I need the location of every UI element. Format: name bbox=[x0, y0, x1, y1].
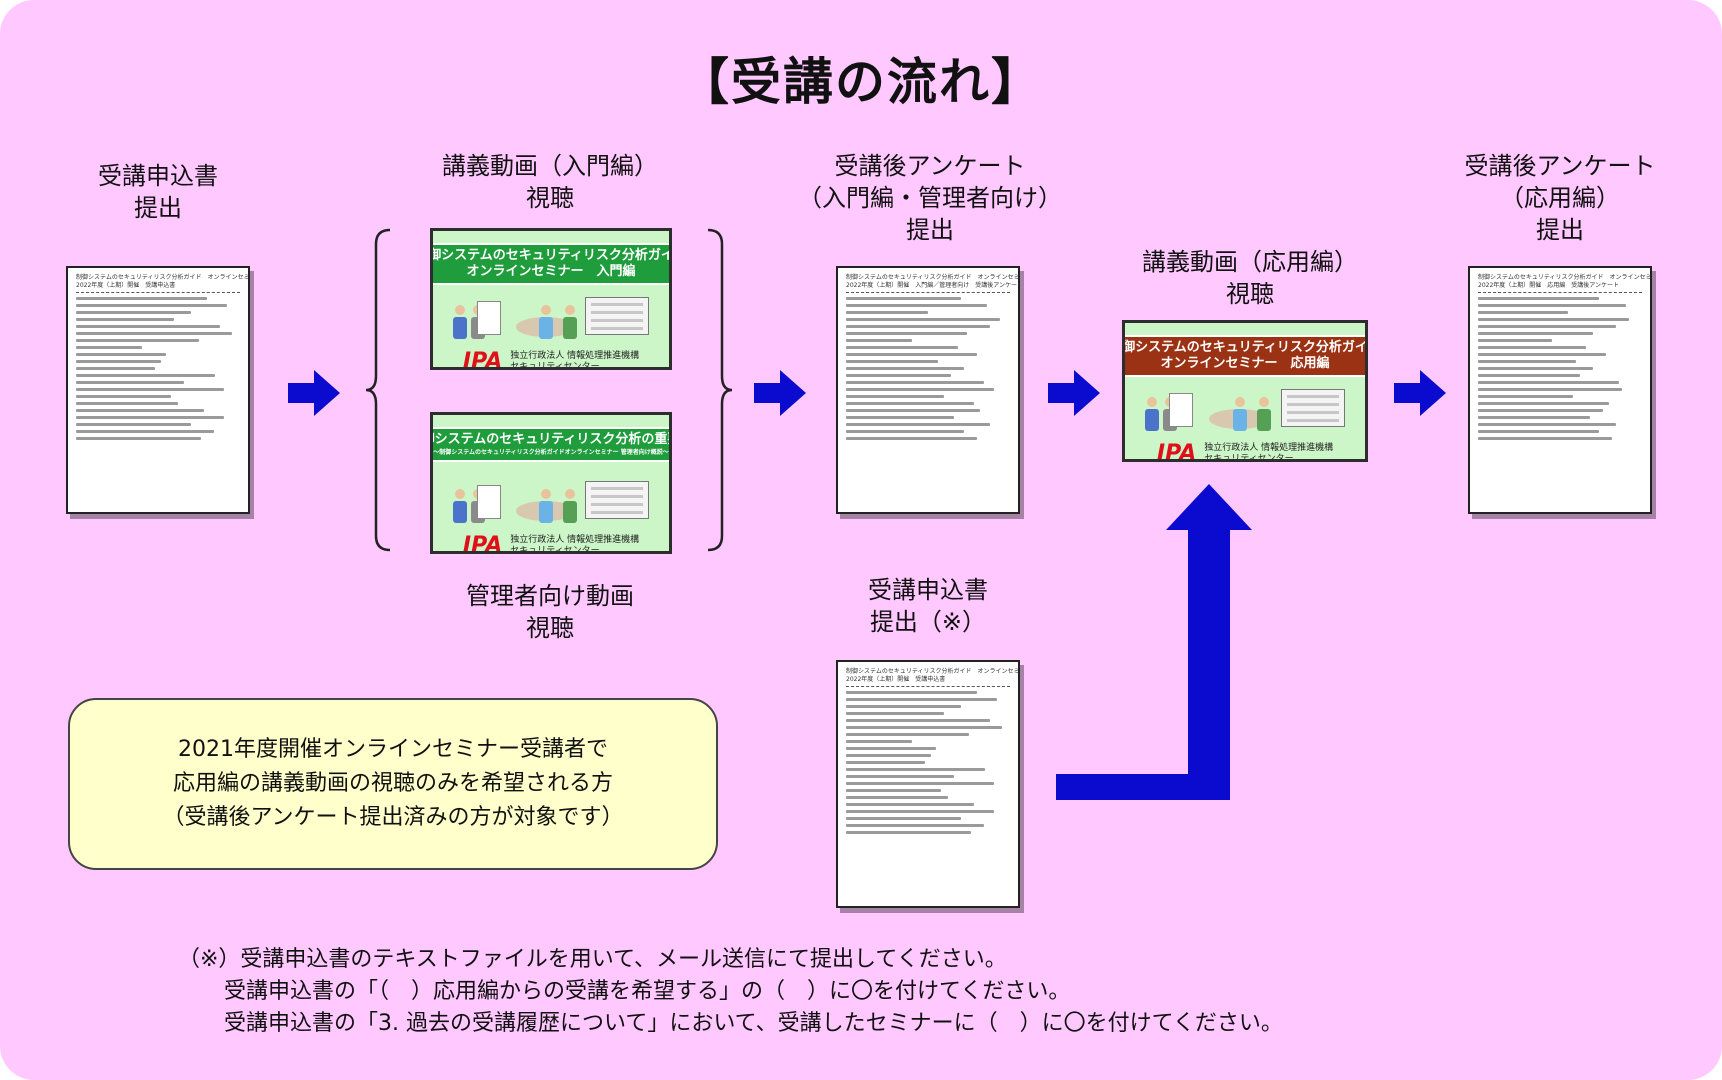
meeting-illustration bbox=[453, 477, 649, 523]
meeting-illustration bbox=[453, 293, 649, 339]
ipa-logo: IPA 独立行政法人 情報処理推進機構 セキュリティセンター bbox=[462, 349, 640, 370]
application-form-document: 制御システムのセキュリティリスク分析ガイド オンラインセミナー 2022年度（上… bbox=[66, 266, 250, 514]
applied-video-banner: 制御システムのセキュリティリスク分析ガイド オンラインセミナー 応用編 bbox=[1125, 335, 1365, 377]
label-intro-video: 講義動画（入門編） 視聴 bbox=[442, 152, 658, 212]
arrow-right-icon bbox=[288, 370, 340, 416]
label-applied-video: 講義動画（応用編） 視聴 bbox=[1142, 248, 1358, 308]
intro-video-thumbnail: 制御システムのセキュリティリスク分析ガイド オンラインセミナー 入門編 IPA … bbox=[430, 228, 672, 370]
manager-video-banner: 制御システムのセキュリティリスク分析の重要性 ～制御システムのセキュリティリスク… bbox=[433, 427, 669, 462]
arrow-right-icon bbox=[1048, 370, 1100, 416]
manager-video-thumbnail: 制御システムのセキュリティリスク分析の重要性 ～制御システムのセキュリティリスク… bbox=[430, 412, 672, 554]
application-form-alt-document: 制御システムのセキュリティリスク分析ガイド オンラインセミナー 2022年度（上… bbox=[836, 660, 1020, 908]
survey-applied-document: 制御システムのセキュリティリスク分析ガイド オンラインセミナー 2022年度（上… bbox=[1468, 266, 1652, 514]
survey-intro-document: 制御システムのセキュリティリスク分析ガイド オンラインセミナー 2022年度（上… bbox=[836, 266, 1020, 514]
intro-video-banner: 制御システムのセキュリティリスク分析ガイド オンラインセミナー 入門編 bbox=[433, 243, 669, 285]
note-box: 2021年度開催オンラインセミナー受講者で 応用編の講義動画の視聴のみを希望され… bbox=[68, 698, 718, 870]
meeting-illustration bbox=[1145, 385, 1345, 431]
label-survey-intro: 受講後アンケート （入門編・管理者向け） 提出 bbox=[798, 152, 1062, 244]
ipa-logo: IPA 独立行政法人 情報処理推進機構 セキュリティセンター bbox=[462, 533, 640, 554]
elbow-arrow-icon bbox=[1056, 484, 1252, 800]
right-brace bbox=[707, 228, 733, 552]
arrow-right-icon bbox=[1394, 370, 1446, 416]
arrow-right-icon bbox=[754, 370, 806, 416]
label-application: 受講申込書 提出 bbox=[98, 162, 218, 222]
ipa-logo: IPA 独立行政法人 情報処理推進機構 セキュリティセンター bbox=[1156, 441, 1334, 462]
footnote: （※）受講申込書のテキストファイルを用いて、メール送信にて提出してください。 受… bbox=[178, 947, 1283, 1036]
applied-video-thumbnail: 制御システムのセキュリティリスク分析ガイド オンラインセミナー 応用編 IPA … bbox=[1122, 320, 1368, 462]
left-brace bbox=[365, 228, 391, 552]
label-application-alt: 受講申込書 提出（※） bbox=[868, 576, 988, 636]
label-survey-applied: 受講後アンケート （応用編） 提出 bbox=[1464, 152, 1656, 244]
label-manager-video: 管理者向け動画 視聴 bbox=[466, 582, 634, 642]
page-title: 【受講の流れ】 bbox=[679, 53, 1043, 111]
